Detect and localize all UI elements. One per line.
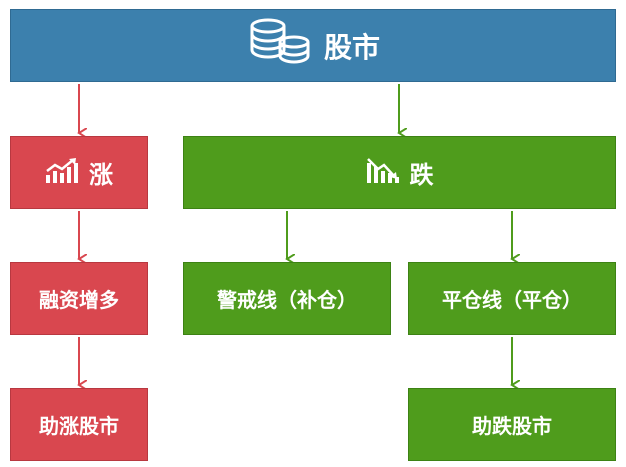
node-warning-line: 警戒线（补仓）	[183, 262, 391, 335]
node-liquidation-line: 平仓线（平仓）	[408, 262, 616, 335]
coin-stack-icon	[246, 16, 314, 75]
node-label: 助涨股市	[39, 414, 119, 438]
node-margin-increase: 融资增多	[10, 262, 148, 335]
node-label: 警戒线（补仓）	[217, 288, 357, 312]
node-label: 跌	[409, 161, 434, 189]
trend-up-icon	[45, 157, 79, 189]
node-help-fall: 助跌股市	[408, 388, 616, 461]
node-stock-market: 股市	[10, 9, 616, 82]
node-rise: 涨	[10, 136, 148, 209]
node-label: 平仓线（平仓）	[442, 288, 582, 312]
node-fall: 跌	[183, 136, 616, 209]
node-label: 涨	[89, 161, 113, 189]
node-label: 股市	[323, 30, 380, 64]
node-label: 助跌股市	[472, 414, 552, 438]
node-label: 融资增多	[39, 288, 119, 312]
node-help-rise: 助涨股市	[10, 388, 148, 461]
trend-down-icon	[366, 157, 400, 189]
